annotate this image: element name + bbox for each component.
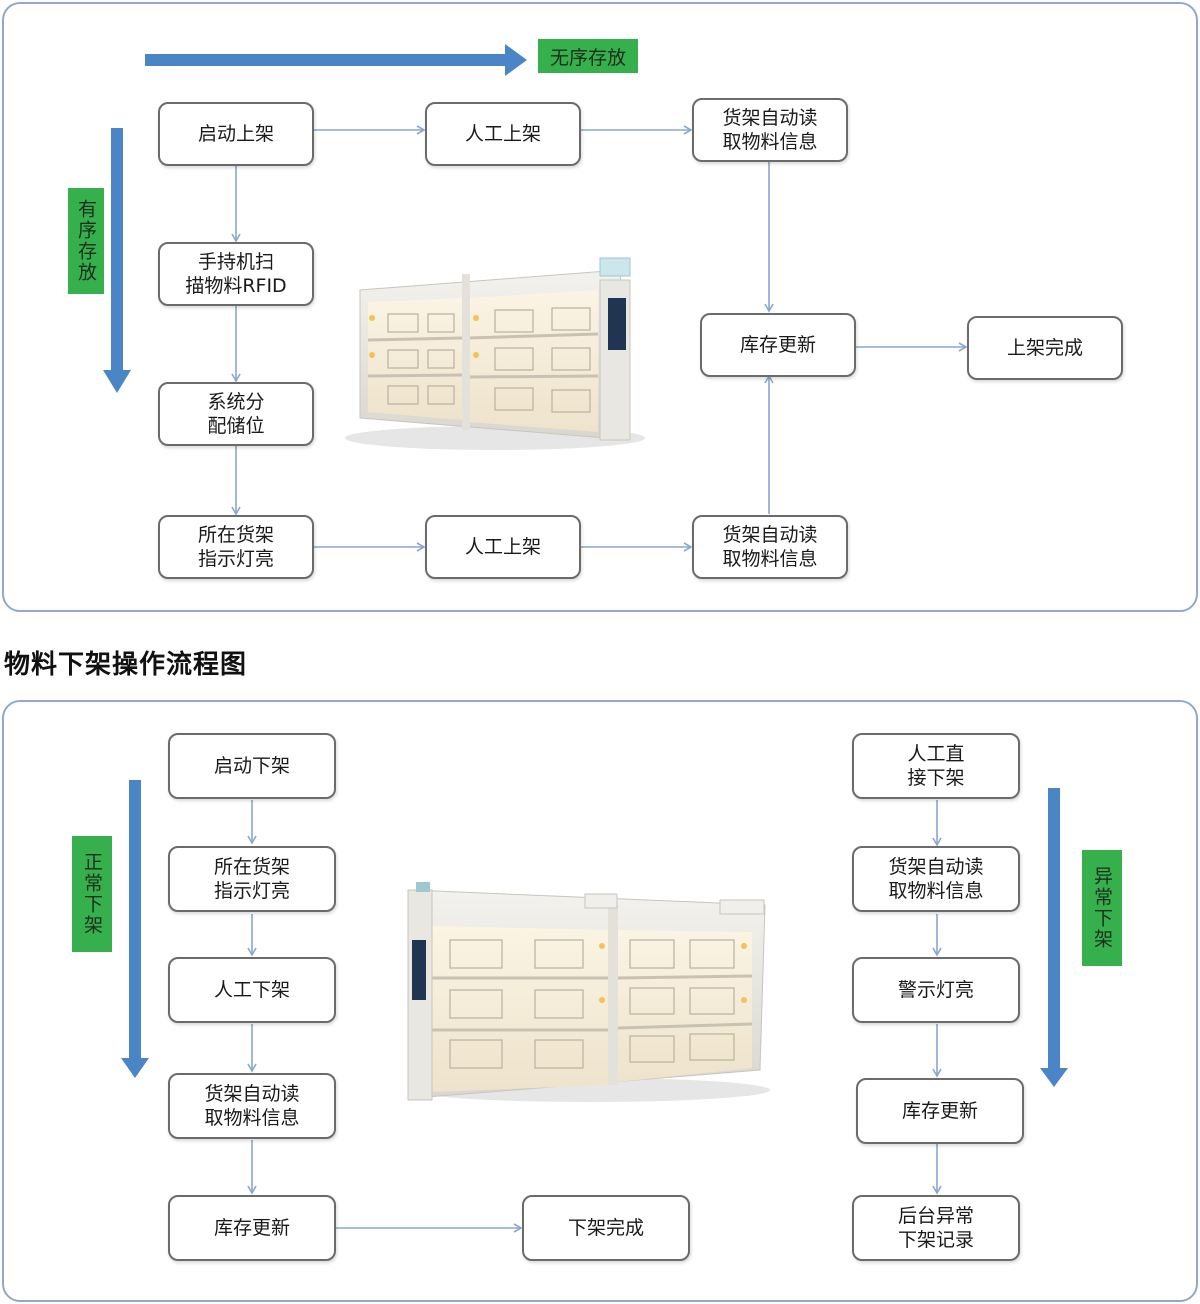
node-abnormal-inventory-update: 库存更新 — [856, 1078, 1024, 1144]
node-manual-unshelving: 人工下架 — [168, 957, 336, 1023]
node-abnormal-auto-read: 货架自动读 取物料信息 — [852, 846, 1020, 912]
node-manual-shelving-bottom: 人工上架 — [425, 515, 581, 579]
tag-ordered-storage: 有序存放 — [68, 188, 104, 294]
connectors-bottom — [247, 800, 942, 1233]
big-arrow-abnormal — [1040, 788, 1068, 1087]
node-shelving-complete: 上架完成 — [967, 316, 1123, 380]
section-title: 物料下架操作流程图 — [4, 650, 248, 680]
node-auto-read-top: 货架自动读 取物料信息 — [692, 98, 848, 162]
node-inventory-update: 库存更新 — [700, 313, 856, 377]
node-direct-manual-unshelving: 人工直 接下架 — [852, 733, 1020, 799]
shelf-image-top — [345, 257, 645, 450]
node-unshelving-auto-read: 货架自动读 取物料信息 — [168, 1073, 336, 1139]
node-warning-light: 警示灯亮 — [852, 957, 1020, 1023]
connectors-top — [231, 125, 968, 552]
node-handheld-scan: 手持机扫 描物料RFID — [158, 242, 314, 306]
node-auto-read-bottom: 货架自动读 取物料信息 — [692, 515, 848, 579]
tag-abnormal-unshelving: 异常下架 — [1082, 850, 1122, 966]
node-system-assign: 系统分 配储位 — [158, 382, 314, 446]
node-unshelving-complete: 下架完成 — [522, 1195, 690, 1261]
node-shelf-indicator: 所在货架 指示灯亮 — [158, 515, 314, 579]
big-arrow-ordered — [103, 128, 131, 393]
node-unshelving-indicator: 所在货架 指示灯亮 — [168, 846, 336, 912]
big-arrow-normal — [121, 780, 149, 1078]
shelf-image-bottom — [407, 882, 770, 1102]
big-arrow-unordered — [145, 44, 527, 76]
tag-unordered-storage: 无序存放 — [538, 39, 638, 73]
node-manual-shelving-top: 人工上架 — [425, 102, 581, 166]
node-start-unshelving: 启动下架 — [168, 733, 336, 799]
node-abnormal-record: 后台异常 下架记录 — [852, 1195, 1020, 1261]
node-start-shelving: 启动上架 — [158, 102, 314, 166]
tag-normal-unshelving: 正常下架 — [72, 836, 112, 952]
node-unshelving-inventory-update: 库存更新 — [168, 1195, 336, 1261]
